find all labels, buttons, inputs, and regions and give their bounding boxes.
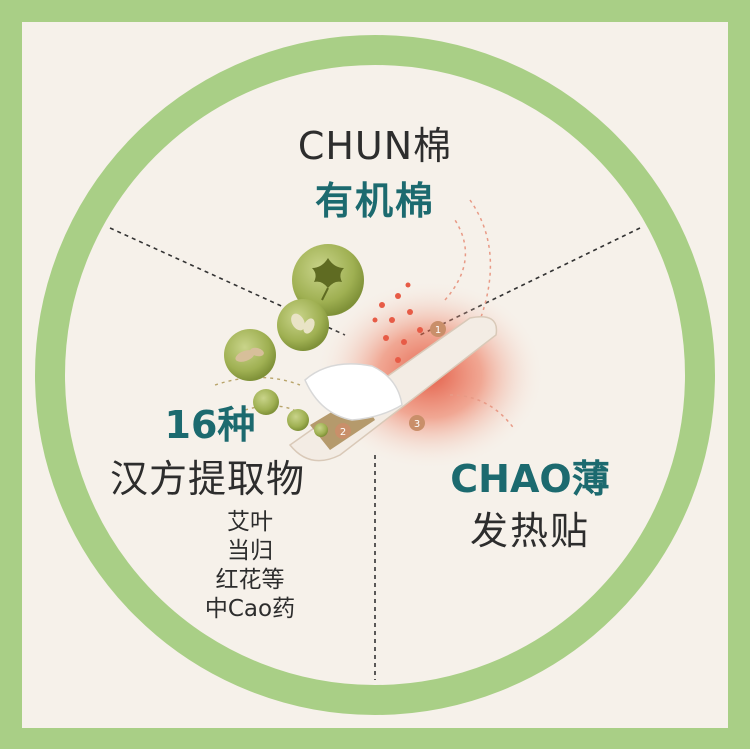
layer-marker-2: 2 [335, 423, 351, 439]
herb-ball-large [292, 244, 364, 316]
svg-text:1: 1 [435, 325, 441, 336]
svg-text:2: 2 [340, 427, 346, 438]
heat-wave-lines [444, 199, 516, 431]
herb-ball-medium [277, 299, 329, 351]
ingredient-item: 中Cao药 [204, 596, 296, 622]
svg-text:3: 3 [414, 419, 420, 430]
herb-ball-small-2 [287, 409, 309, 431]
herb-ball-small-3 [314, 423, 328, 437]
left-section-title: 汉方提取物 [109, 457, 305, 501]
right-section-subtitle: 发热贴 [469, 509, 590, 553]
leaf-icon [312, 258, 344, 301]
layer-marker-1: 1 [430, 321, 446, 337]
right-section-title: CHAO薄 [450, 457, 610, 501]
root-icon [235, 347, 264, 362]
ingredient-item: 艾叶 [227, 509, 273, 535]
layer-marker-3: 3 [409, 415, 425, 431]
herb-ball-left [224, 329, 276, 381]
top-section-subtitle: 有机棉 [314, 179, 435, 223]
ingredient-item: 当归 [227, 538, 273, 564]
herb-icon [291, 313, 315, 334]
herb-ball-small-1 [253, 389, 279, 415]
outer-ring [35, 35, 715, 715]
left-section-count: 16种 [164, 403, 256, 447]
pad-top-layer [304, 363, 403, 421]
ingredient-item: 红花等 [215, 567, 285, 593]
top-section-title: CHUN棉 [297, 124, 453, 168]
